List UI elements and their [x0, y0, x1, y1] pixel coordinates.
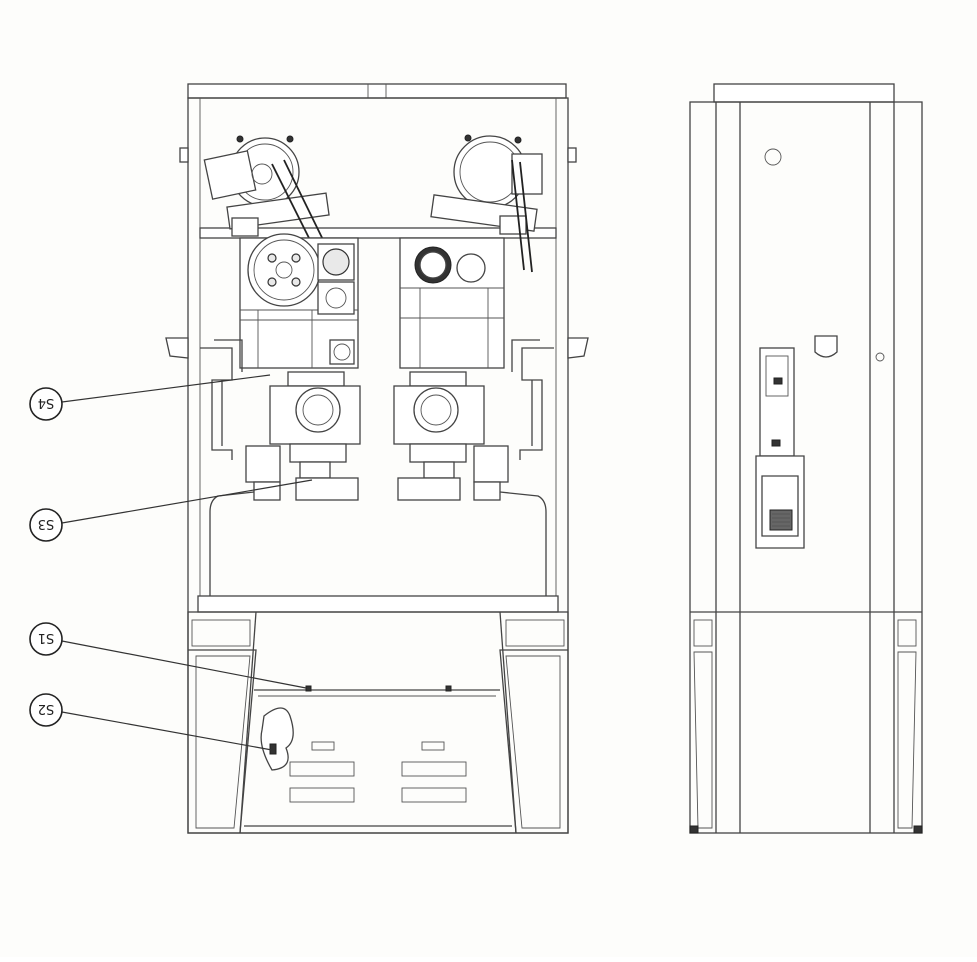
callout-label-s1: S1: [38, 630, 55, 645]
callout-s4: S4: [29, 374, 271, 421]
left-pump: [239, 233, 359, 369]
side-view: [689, 83, 923, 834]
callout-label-s4: S4: [38, 395, 55, 410]
callouts: S4 S3 S1 S2: [29, 374, 313, 751]
callout-s2: S2: [29, 693, 273, 751]
right-motor: [430, 134, 543, 235]
front-view: [165, 83, 589, 834]
side-nozzle: [755, 347, 805, 549]
side-frame: [689, 101, 923, 834]
callout-s3: S3: [29, 479, 313, 542]
callout-s1: S1: [29, 622, 307, 689]
callout-label-s3: S3: [38, 516, 55, 531]
front-shelf: [197, 595, 559, 613]
left-motor: [203, 135, 330, 237]
left-meter: [245, 371, 361, 501]
right-pump: [399, 237, 505, 369]
callout-label-s2: S2: [38, 701, 55, 716]
front-top-cap: [187, 83, 567, 99]
side-top-cap: [713, 83, 895, 103]
right-meter: [393, 371, 509, 501]
front-lower-cabinet: [187, 611, 569, 834]
